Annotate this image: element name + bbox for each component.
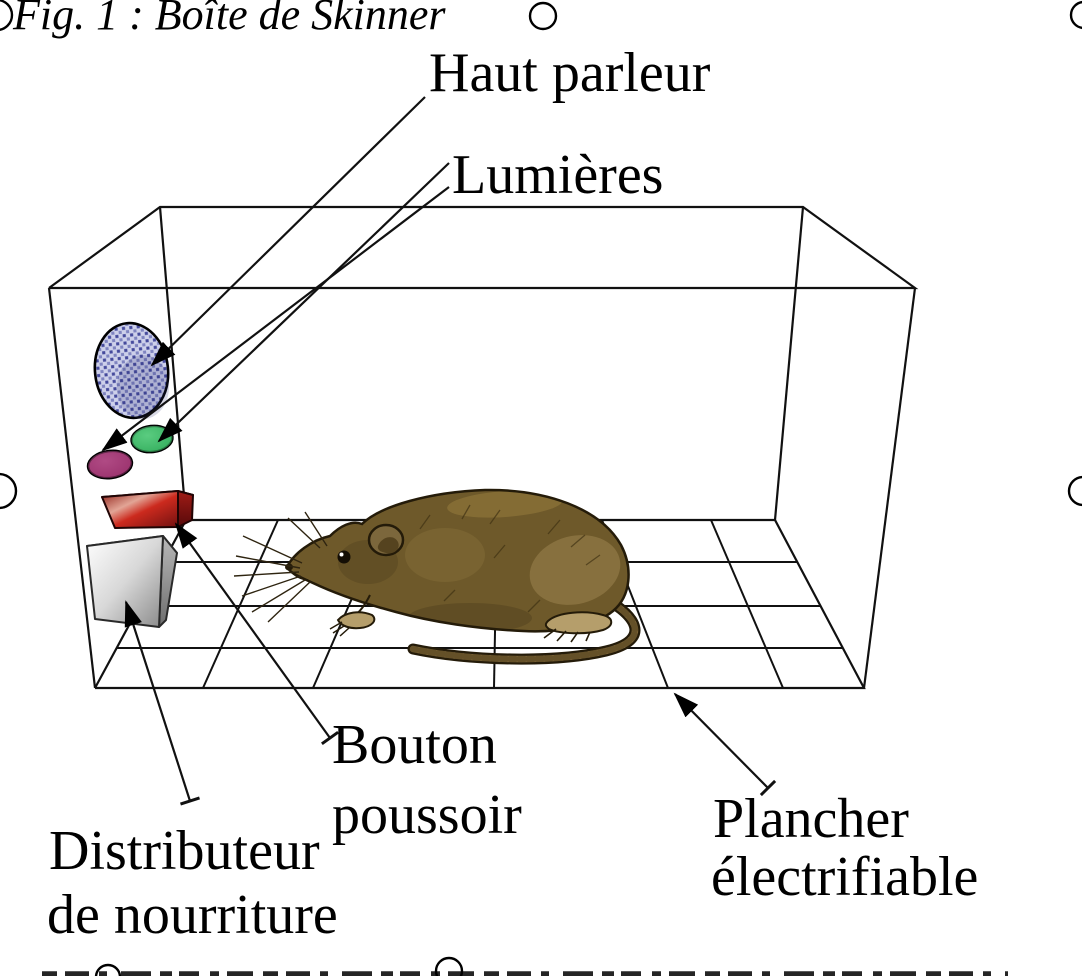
chamber-vertical-edge-back-right (773, 206, 805, 521)
floor-leader-line (673, 692, 777, 797)
food-dispenser-front-face (86, 535, 164, 628)
registration-mark (434, 956, 464, 976)
label-food-dispenser-line2: de nourriture (47, 884, 338, 946)
magenta-light-sheen (88, 450, 132, 479)
leader-lines (101, 96, 777, 806)
registration-mark (1069, 0, 1082, 30)
chamber-vertical-edge-front-left (47, 287, 97, 689)
chamber-top-edges (48, 205, 919, 290)
floor-grid-receding-line (710, 519, 784, 689)
push-button-right-face (177, 490, 194, 528)
label-lights: Lumières (452, 144, 663, 206)
label-floor-line1: Plancher (713, 788, 909, 850)
registration-mark (0, 472, 18, 510)
registration-mark (0, 0, 14, 31)
label-food-dispenser-line1: Distributeur (49, 820, 320, 882)
lights-leader-line-green (157, 162, 450, 443)
rat-tail (407, 586, 641, 665)
chamber-vertical-edge-front-right (862, 287, 917, 689)
push-button-front-face (101, 490, 179, 529)
food-dispenser-icon (86, 535, 178, 628)
lights-leader-line-magenta (101, 186, 450, 452)
rat-front-paw (336, 611, 376, 630)
registration-mark (1067, 475, 1082, 507)
label-push-button-line1: Bouton (332, 714, 497, 776)
floor-grid-receding-line (202, 519, 279, 689)
speaker-leader-line (150, 96, 426, 367)
rat-illustration (233, 488, 641, 665)
push-button-leader-line (174, 522, 339, 746)
label-speaker: Haut parleur (429, 42, 711, 104)
label-push-button-line2: poussoir (332, 784, 522, 846)
figure-text: Fig. 1 : Boîte de Skinner Haut parleur L… (12, 0, 978, 946)
rat-hind-claws (543, 628, 591, 643)
label-floor-line2: électrifiable (711, 846, 978, 908)
rat-ear-inner (377, 537, 399, 554)
rat-eye-glint (339, 552, 344, 557)
speaker-icon (93, 321, 170, 420)
rat-eye (337, 550, 351, 564)
speaker-shading (117, 355, 169, 419)
figure-title: Fig. 1 : Boîte de Skinner (12, 0, 446, 39)
lights-icons (86, 424, 174, 480)
food-dispenser-leader-line (124, 600, 200, 806)
registration-mark (528, 1, 558, 31)
rat-body-outline (285, 488, 630, 633)
registration-mark (94, 963, 122, 976)
rat-hind-foot (544, 611, 613, 635)
push-button-icon (101, 490, 194, 529)
